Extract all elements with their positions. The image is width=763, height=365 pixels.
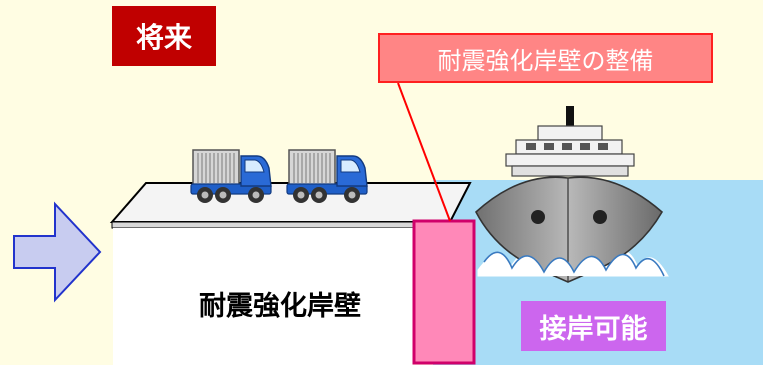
future-badge: 将来 — [112, 6, 216, 66]
right-arrow-icon — [13, 201, 102, 303]
berthing-badge: 接岸可能 — [521, 301, 666, 351]
callout-leader-line — [397, 82, 451, 222]
quay-label: 耐震強化岸壁 — [199, 290, 361, 322]
land-block — [113, 228, 413, 365]
seismic-quay-wall — [412, 219, 476, 365]
ship-icon — [475, 106, 669, 283]
callout-box: 耐震強化岸壁の整備 — [378, 33, 713, 83]
